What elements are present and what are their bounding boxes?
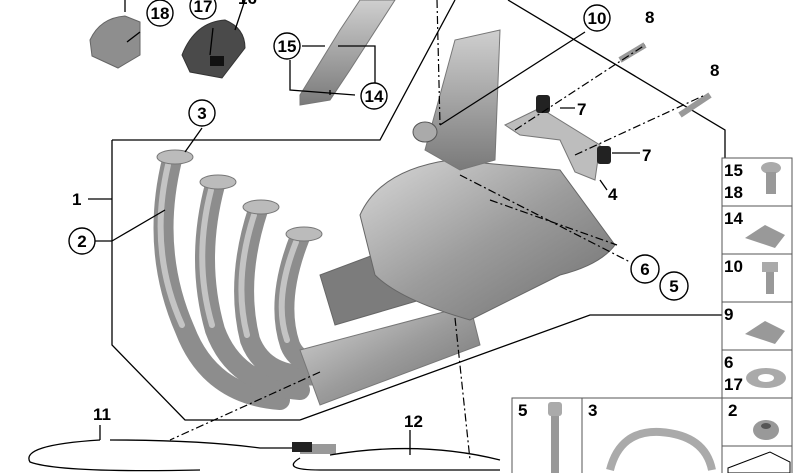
- callout-4: 4: [608, 185, 618, 204]
- callout-10: 10: [583, 4, 611, 32]
- callout-3: 3: [188, 99, 216, 127]
- clip-nut-icon: [745, 321, 785, 344]
- callout-5: 5: [659, 271, 689, 301]
- leader-lines: [88, 0, 706, 461]
- callout-7: 7: [642, 146, 651, 165]
- parts-table: 15 18 14 10 9 6 17 2: [721, 157, 793, 473]
- gasket-icon: [606, 427, 716, 472]
- svg-text:2: 2: [728, 401, 737, 420]
- heat-shield-part: [89, 15, 141, 69]
- callout-7: 7: [577, 100, 586, 119]
- svg-text:17: 17: [194, 0, 213, 16]
- gasket-strip-icon: [727, 451, 791, 473]
- svg-text:2: 2: [77, 232, 86, 251]
- callout-8: 8: [645, 8, 654, 27]
- bracket-4: [503, 107, 601, 181]
- callout-17: 17: [189, 0, 217, 20]
- callout-15: 15: [273, 32, 301, 60]
- svg-text:10: 10: [724, 257, 743, 276]
- flange-nut-icon: [753, 420, 779, 440]
- svg-text:18: 18: [724, 183, 743, 202]
- callout-16: 16: [238, 0, 257, 8]
- svg-text:5: 5: [518, 401, 527, 420]
- callout-1: 1: [72, 190, 81, 209]
- svg-text:14: 14: [365, 87, 384, 106]
- sensor-cable-11: [28, 439, 300, 472]
- svg-text:15: 15: [724, 161, 743, 180]
- bolt-8: [678, 92, 712, 118]
- callout-11: 11: [93, 405, 111, 424]
- collector-pipe: [299, 304, 481, 406]
- callouts: 18 17 15 14 3 2 10 6 5 16 1 4 7 7 8 8 11…: [68, 0, 719, 431]
- svg-text:5: 5: [669, 277, 678, 296]
- hex-bolt-icon: [762, 262, 778, 294]
- callout-8: 8: [710, 61, 719, 80]
- callout-14: 14: [360, 82, 388, 110]
- svg-text:18: 18: [151, 4, 170, 23]
- screw-icon: [761, 162, 781, 194]
- callout-18: 18: [146, 0, 174, 27]
- callout-12: 12: [404, 412, 423, 431]
- sensor-cable-12: [292, 447, 501, 471]
- rubber-mount: [597, 146, 611, 164]
- svg-text:3: 3: [197, 104, 206, 123]
- header-highlights: [157, 162, 299, 343]
- front-pipe: [424, 29, 501, 171]
- cover-part: [181, 19, 246, 79]
- svg-text:9: 9: [724, 305, 733, 324]
- silencer: [359, 159, 616, 321]
- callout-2: 2: [68, 227, 96, 255]
- bottom-parts-table: 5 3: [511, 397, 723, 473]
- svg-text:6: 6: [640, 260, 649, 279]
- bracket-part: [299, 0, 396, 106]
- svg-text:3: 3: [588, 401, 597, 420]
- svg-text:17: 17: [724, 375, 743, 394]
- svg-text:15: 15: [278, 37, 297, 56]
- clip-nut-icon: [745, 225, 785, 248]
- lambda-sensor: [300, 444, 336, 454]
- sensor-connector: [292, 442, 312, 452]
- svg-text:10: 10: [588, 9, 607, 28]
- socket-bolt-icon: [548, 402, 562, 473]
- cover-slot: [210, 56, 224, 66]
- washer-icon: [746, 368, 786, 388]
- lambda-boss: [412, 121, 438, 143]
- svg-text:14: 14: [724, 209, 743, 228]
- rubber-mount: [536, 95, 550, 113]
- svg-text:6: 6: [724, 353, 733, 372]
- callout-6: 6: [630, 254, 660, 284]
- header-flanges: [156, 149, 323, 242]
